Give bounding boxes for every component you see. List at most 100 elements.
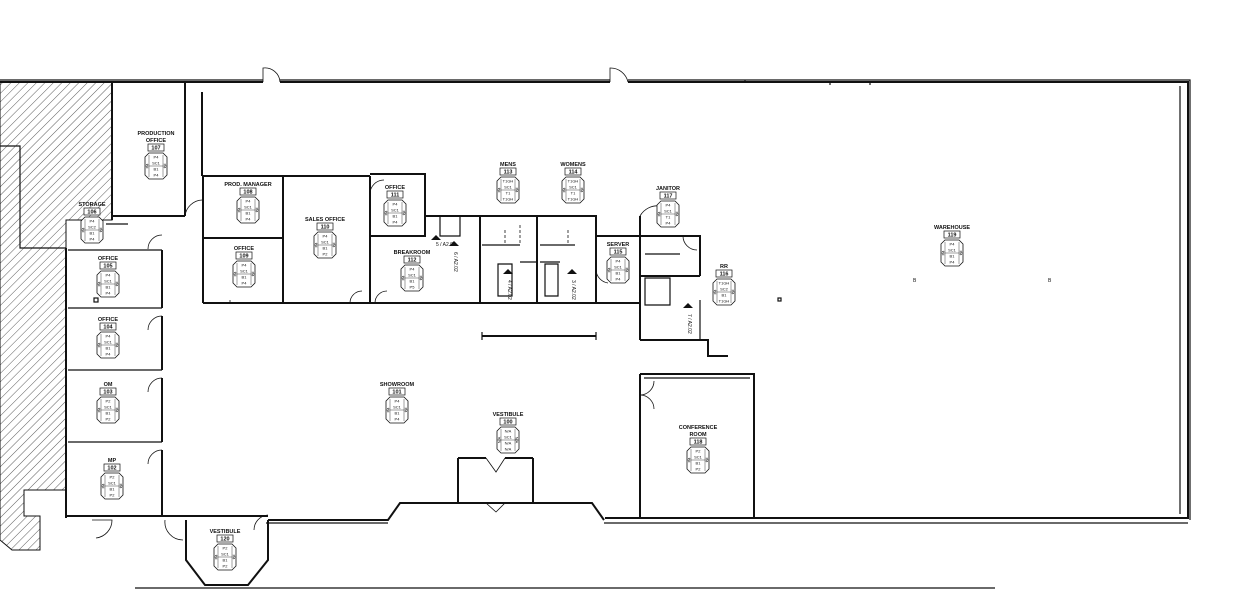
finish-code: T1 — [666, 215, 671, 220]
finish-code: SC1 — [104, 405, 113, 410]
finish-code: SC1 — [244, 205, 253, 210]
wall-finish-code: P4 — [687, 457, 692, 463]
finish-code: P4 — [393, 202, 399, 207]
finish-code: T1GH — [503, 197, 514, 202]
finish-code: N/A — [505, 441, 512, 446]
finish-code: SC1 — [108, 481, 117, 486]
finish-code: P5 — [410, 285, 416, 290]
finish-code: P4 — [323, 234, 329, 239]
finish-code: N/A — [505, 447, 512, 452]
finish-code: SC1 — [104, 279, 113, 284]
finish-code: T1GH — [719, 299, 730, 304]
finish-code: P4 — [154, 173, 160, 178]
finish-code: B1 — [393, 214, 399, 219]
wall-finish-code: P4 — [402, 211, 407, 217]
finish-code: SC2 — [88, 225, 97, 230]
room-name: SHOWROOM — [380, 382, 415, 388]
room-number: 120 — [220, 537, 229, 543]
room-number-box — [147, 143, 165, 152]
finish-code: P4 — [90, 237, 96, 242]
room-name: SERVER — [607, 242, 630, 248]
room-name: OFFICE — [234, 246, 254, 252]
room-name: VESTIBULE — [493, 412, 524, 418]
room-name: OFFICE — [146, 138, 166, 144]
finish-code: B1 — [950, 254, 956, 259]
room-number-box — [659, 191, 677, 200]
finish-code: P2 — [696, 449, 702, 454]
finish-code: SC1 — [104, 340, 113, 345]
section-ref-label: 3 / A2.02 — [570, 280, 576, 300]
wall-finish-code: P4 — [332, 243, 337, 249]
section-arrow — [449, 241, 459, 246]
wall-finish-code: P4 — [404, 408, 409, 414]
room-number-box — [689, 437, 707, 446]
section-arrow — [503, 269, 513, 274]
wall-finish-code: P4 — [97, 281, 102, 287]
room-name: MP — [108, 458, 117, 464]
finish-code: B1 — [323, 246, 329, 251]
finish-code: T1 — [506, 191, 511, 196]
room-number: 107 — [151, 146, 160, 152]
wall-finish-code: P4 — [713, 289, 718, 295]
wall-finish-code: P4 — [115, 282, 120, 288]
room-number-box — [235, 251, 253, 260]
finish-code: SC1 — [569, 185, 578, 190]
wall-finish-code: P4 — [497, 187, 502, 193]
wall-finish-code: P4 — [419, 276, 424, 282]
room-number: 104 — [103, 325, 113, 331]
finish-code: P4 — [666, 203, 672, 208]
finish-code: SC1 — [321, 240, 330, 245]
office-block-walls — [202, 173, 426, 304]
room-name: OM — [104, 382, 113, 388]
wall-finish-code: P4 — [115, 408, 120, 414]
room-name: PROD. MANAGER — [224, 182, 271, 188]
section-ref-4-a2-02: 4 / A2.02 — [503, 269, 513, 300]
room-number-box — [388, 387, 406, 396]
finish-code: P4 — [90, 219, 96, 224]
finish-code: N/A — [505, 429, 512, 434]
finish-code: P2 — [323, 252, 329, 257]
room-name: ROOM — [689, 432, 707, 438]
room-number: 111 — [391, 193, 400, 199]
room-number-box — [239, 187, 257, 196]
finish-code: SC2 — [720, 287, 729, 292]
finish-code: B1 — [616, 271, 622, 276]
wall-finish-code: P4 — [251, 272, 256, 278]
hatch-notch — [0, 145, 66, 249]
finish-code: T1GH — [503, 179, 514, 184]
wall-finish-code: P4 — [115, 343, 120, 349]
finish-code: SC1 — [408, 273, 417, 278]
wall-finish-code: N/A — [515, 437, 520, 444]
finish-code: B1 — [106, 346, 112, 351]
room-number-box — [715, 269, 733, 278]
finish-code: P4 — [106, 273, 112, 278]
finish-code: P4 — [395, 417, 401, 422]
room-number-box — [499, 417, 517, 426]
finish-code: P4 — [395, 399, 401, 404]
restroom-walls — [480, 215, 597, 340]
finish-code: B1 — [90, 231, 96, 236]
room-name: BREAKROOM — [394, 250, 431, 256]
wall-finish-code: N/A — [497, 436, 502, 443]
room-name: PRODUCTION — [138, 131, 175, 137]
wall-finish-code: P4 — [237, 207, 242, 213]
room-name: WOMENS — [560, 162, 586, 168]
section-arrow — [431, 235, 441, 240]
vestibule-100-walls — [457, 457, 534, 513]
room-number: 106 — [87, 210, 96, 216]
finish-code: P4 — [616, 277, 622, 282]
finish-code: T1GH — [719, 281, 730, 286]
wall-finish-code: P4 — [625, 268, 630, 274]
room-name: JANITOR — [656, 186, 680, 192]
wall-finish-code: P4 — [384, 210, 389, 216]
section-ref-label: 4 / A2.02 — [506, 280, 512, 300]
wall-finish-code: P4 — [232, 555, 237, 561]
section-ref-6-a2-02: 6 / A2.02 — [449, 241, 459, 272]
